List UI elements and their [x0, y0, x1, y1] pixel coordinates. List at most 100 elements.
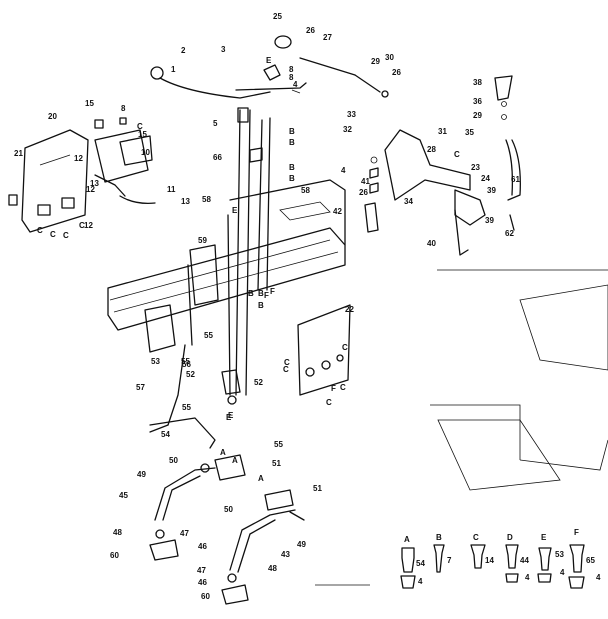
callout-label: 55	[182, 403, 191, 412]
callout-label: 15	[138, 130, 147, 139]
hardware-legend	[400, 544, 585, 589]
callout-label: E	[232, 206, 238, 215]
callout-label: 43	[281, 550, 290, 559]
callout-label: 14	[485, 556, 494, 565]
callout-label: C	[454, 150, 460, 159]
callout-label: 48	[113, 528, 122, 537]
callout-label: 31	[438, 127, 447, 136]
callout-label: 33	[347, 110, 356, 119]
callout-label: 61	[511, 175, 520, 184]
callout-label: C	[340, 383, 346, 392]
callout-label: 62	[505, 229, 514, 238]
callout-label: 49	[297, 540, 306, 549]
callout-label: 51	[313, 484, 322, 493]
callout-label: 58	[301, 186, 310, 195]
callout-label: E	[228, 411, 234, 420]
chassis-frame	[107, 179, 346, 353]
callout-label: 57	[136, 383, 145, 392]
callout-label: 46	[198, 542, 207, 551]
callout-label: 26	[306, 26, 315, 35]
callout-label: C	[473, 533, 479, 542]
callout-label: 45	[119, 491, 128, 500]
callout-label: 52	[186, 370, 195, 379]
callout-label: 20	[48, 112, 57, 121]
callout-label: 26	[359, 188, 368, 197]
callout-label: 22	[345, 305, 354, 314]
callout-label: 34	[404, 197, 413, 206]
fender-outline	[315, 269, 608, 586]
callout-label: E	[541, 533, 547, 542]
callout-label: 42	[333, 207, 342, 216]
callout-label: B	[289, 127, 295, 136]
callout-label: 10	[141, 148, 150, 157]
callout-label: 15	[85, 99, 94, 108]
right-lift-assembly	[364, 75, 521, 256]
callout-label: 35	[465, 128, 474, 137]
callout-label: 26	[392, 68, 401, 77]
shift-lever-assembly	[149, 35, 389, 433]
callout-label: 49	[137, 470, 146, 479]
callout-label: 27	[323, 33, 332, 42]
callout-label: 44	[520, 556, 529, 565]
callout-label: 47	[180, 529, 189, 538]
callout-label: 36	[473, 97, 482, 106]
callout-label: 4	[560, 568, 565, 577]
callout-label: F	[264, 291, 269, 300]
callout-label: C	[63, 231, 69, 240]
callout-label: 54	[161, 430, 170, 439]
callout-label: 56	[182, 360, 191, 369]
callout-label: 55	[274, 440, 283, 449]
callout-label: 55	[181, 357, 190, 366]
callout-label: 12	[86, 185, 95, 194]
callout-label: 60	[110, 551, 119, 560]
callout-label: F	[270, 287, 275, 296]
callout-label: C	[79, 221, 85, 230]
callout-label: A	[404, 535, 410, 544]
callout-label: 12	[84, 221, 93, 230]
callout-label: 11	[167, 185, 176, 194]
callout-label: 50	[224, 505, 233, 514]
callout-label: 47	[197, 566, 206, 575]
callout-label: 55	[204, 331, 213, 340]
callout-label: 54	[416, 559, 425, 568]
callout-label: 29	[473, 111, 482, 120]
callout-label: F	[331, 384, 336, 393]
callout-label: B	[248, 289, 254, 298]
callout-label: A	[232, 456, 238, 465]
callout-label: 4	[596, 573, 601, 582]
callout-label: 32	[343, 125, 352, 134]
callout-label: 66	[213, 153, 222, 162]
callout-label: 1	[171, 65, 176, 74]
callout-label: 51	[272, 459, 281, 468]
callout-label: B	[289, 163, 295, 172]
callout-label: 4	[341, 166, 346, 175]
callout-label: F	[574, 528, 579, 537]
callout-label: 13	[90, 179, 99, 188]
callout-label: 53	[555, 550, 564, 559]
callout-label: 2	[181, 46, 186, 55]
callout-label: C	[326, 398, 332, 407]
left-bracket-assembly	[8, 117, 156, 233]
callout-label: 8	[289, 73, 294, 82]
callout-label: 48	[268, 564, 277, 573]
callout-label: 5	[213, 119, 218, 128]
callout-label: 21	[14, 149, 23, 158]
callout-label: 46	[198, 578, 207, 587]
callout-label: B	[289, 138, 295, 147]
callout-label: B	[258, 289, 264, 298]
callout-label: 12	[74, 154, 83, 163]
callout-label: 29	[371, 57, 380, 66]
callout-label: 8	[121, 104, 126, 113]
callout-label: 4	[293, 80, 298, 89]
callout-label: 52	[254, 378, 263, 387]
callout-label: C	[283, 365, 289, 374]
callout-label: 13	[181, 197, 190, 206]
callout-label: B	[258, 301, 264, 310]
callout-label: 23	[471, 163, 480, 172]
callout-label: 53	[151, 357, 160, 366]
callout-label: 28	[427, 145, 436, 154]
callout-label: 40	[427, 239, 436, 248]
callout-label: D	[507, 533, 513, 542]
